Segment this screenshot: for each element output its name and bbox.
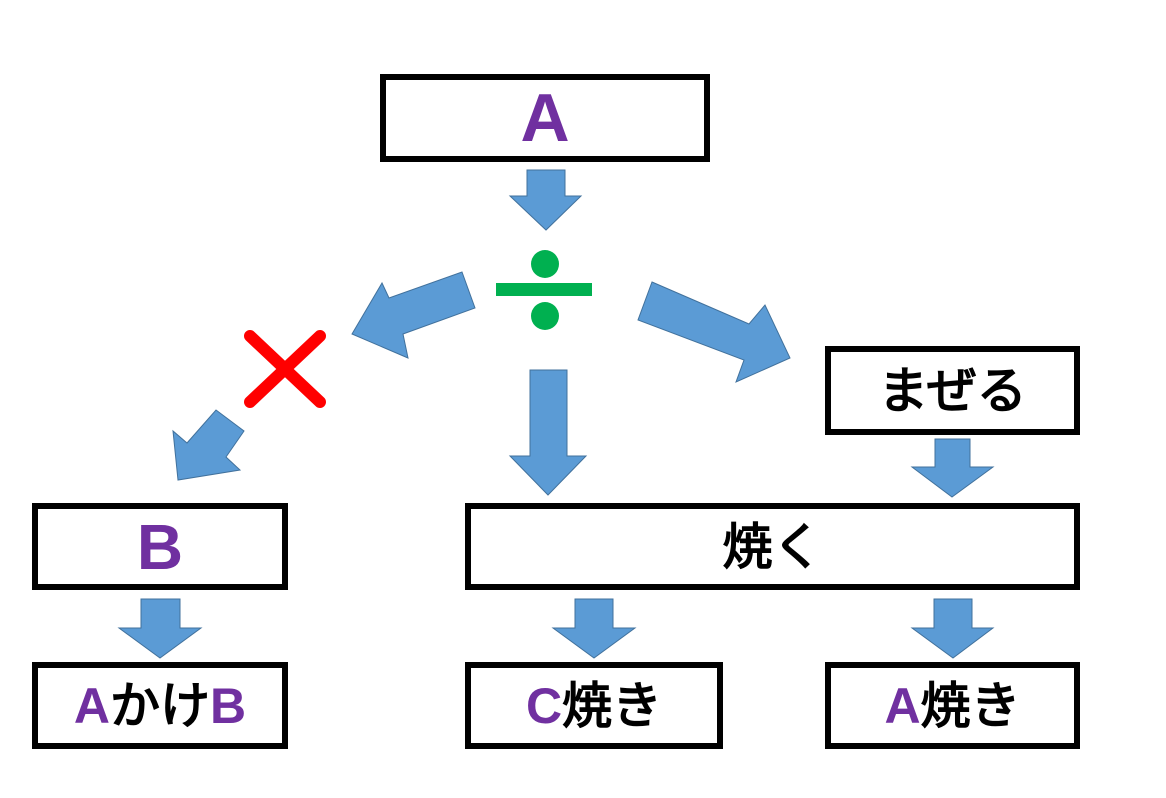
arrow-diagonal-right-to-mazeru (637, 281, 791, 383)
node-a-kake-b-prefix: A (73, 677, 110, 734)
arrow-down-yaku-to-cyaki (551, 598, 637, 659)
node-yaku-label: 焼く (722, 517, 823, 576)
node-a-kake-b-suffix: B (210, 677, 247, 734)
node-a-yaki-prefix: A (884, 677, 921, 734)
node-b-letter: B (136, 510, 184, 583)
node-a-kake-b-middle: かけ (110, 676, 210, 735)
arrow-down-mazeru-to-yaku (910, 438, 995, 498)
arrow-down-divide-to-yaku (508, 369, 588, 496)
node-c-yaki-suffix: 焼き (562, 676, 663, 735)
node-b: B (32, 503, 288, 590)
node-a-yaki-suffix: 焼き (920, 676, 1021, 735)
divide-sign-icon (496, 250, 592, 330)
arrow-diagonal-left-upper (351, 271, 476, 359)
arrow-diagonal-cross-to-b (172, 409, 245, 481)
node-mazeru-label: まぜる (878, 361, 1027, 420)
node-yaku: 焼く (465, 503, 1080, 590)
node-a-top-letter: A (520, 80, 570, 156)
node-a-top: A (380, 74, 710, 162)
arrow-down-b-to-akakeb (117, 598, 203, 659)
node-c-yaki-prefix: C (525, 677, 563, 734)
cross-mark-icon (244, 330, 326, 408)
arrow-down-a-to-divide (508, 169, 583, 231)
node-mazeru: まぜる (825, 346, 1080, 435)
arrow-down-yaku-to-ayaki (910, 598, 995, 659)
